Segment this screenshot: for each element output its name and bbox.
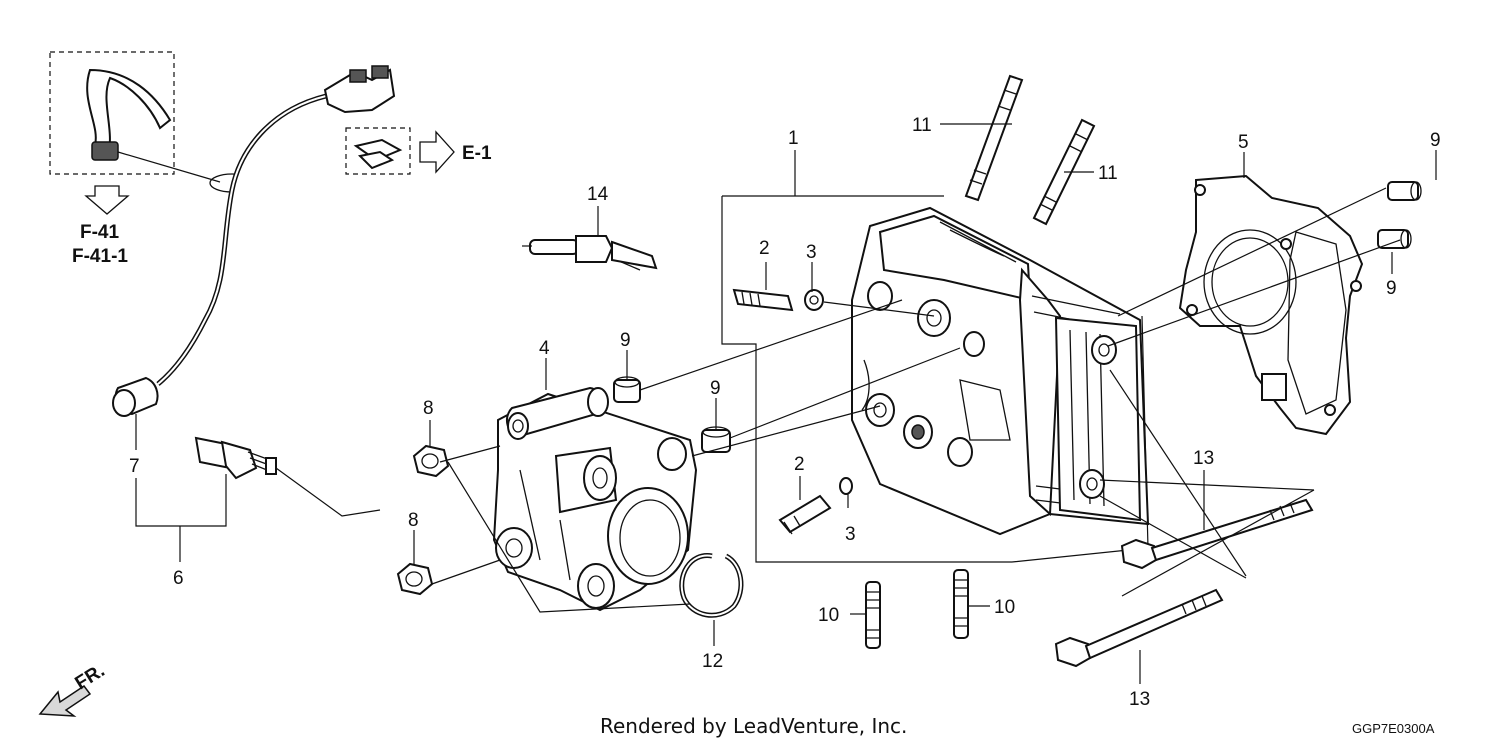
callout-9-pin-a[interactable]: 9	[620, 330, 631, 351]
callout-12[interactable]: 12	[702, 651, 723, 672]
callout-8-lower[interactable]: 8	[408, 510, 419, 531]
flange-nut-lower	[396, 562, 434, 596]
cylinder-head	[721, 195, 1150, 563]
dowel-pin-d	[1377, 229, 1412, 249]
valve-seal-lower	[839, 477, 853, 495]
ref-arrow-e1[interactable]: E-1	[419, 130, 492, 174]
connector-detail-e1	[345, 127, 411, 175]
head-bolt-lower	[1054, 588, 1224, 668]
callout-6[interactable]: 6	[173, 568, 184, 589]
spark-plug	[522, 235, 658, 271]
callout-3-lower[interactable]: 3	[845, 524, 856, 545]
callout-8-upper[interactable]: 8	[423, 398, 434, 419]
stud-bolt-bottom-right	[953, 569, 969, 639]
dowel-pin-c	[1387, 181, 1422, 201]
callout-13-lower[interactable]: 13	[1129, 689, 1150, 710]
ref-f41-label: F-41	[80, 222, 120, 243]
callout-13-upper[interactable]: 13	[1193, 448, 1214, 469]
sensor-harness-part7	[112, 65, 396, 417]
callout-5[interactable]: 5	[1238, 132, 1249, 153]
callout-9-pin-c[interactable]: 9	[1430, 130, 1441, 151]
front-label: FR.	[72, 660, 109, 694]
harness-clip-detail	[49, 51, 255, 193]
dowel-pin-a	[613, 376, 641, 403]
callout-10-right[interactable]: 10	[994, 597, 1015, 618]
ref-f41-1-label: F-41-1	[72, 246, 128, 267]
callout-2-upper[interactable]: 2	[759, 238, 770, 259]
callout-9-pin-d[interactable]: 9	[1386, 278, 1397, 299]
head-bolt-upper	[1120, 498, 1314, 570]
stud-bolt-bottom-left	[865, 581, 881, 649]
footer-credit: Rendered by LeadVenture, Inc.	[600, 714, 907, 738]
callout-labels: 1 2 2 3 3 4 5 6 7 8 8 9 9 9 9 10 10 11 1…	[129, 115, 1441, 710]
callout-11-right[interactable]: 11	[1098, 163, 1118, 184]
cylinder-head-gasket	[1178, 174, 1364, 436]
callout-10-left[interactable]: 10	[818, 605, 839, 626]
callout-2-lower[interactable]: 2	[794, 454, 805, 475]
flange-nut-upper	[412, 444, 450, 478]
callout-1[interactable]: 1	[788, 128, 799, 149]
ref-arrow-f41[interactable]: F-41 F-41-1	[72, 185, 130, 267]
callout-11-left[interactable]: 11	[912, 115, 932, 136]
callout-14[interactable]: 14	[587, 184, 609, 205]
intake-housing	[492, 386, 698, 612]
leader-lines	[135, 123, 1437, 684]
dowel-pin-b	[701, 426, 731, 453]
circlip	[679, 553, 744, 618]
ref-e1-label: E-1	[462, 143, 492, 164]
callout-3-upper[interactable]: 3	[806, 242, 817, 263]
diagram-code: GGP7E0300A	[1352, 721, 1435, 736]
valve-guide-lower	[778, 494, 832, 535]
valve-guide-upper	[732, 288, 794, 312]
front-direction-arrow: FR.	[38, 660, 109, 717]
callout-4[interactable]: 4	[539, 338, 550, 359]
temperature-sensor	[194, 436, 277, 480]
callout-7[interactable]: 7	[129, 456, 140, 477]
valve-seal-upper	[804, 289, 824, 311]
stud-bolt-top-left	[964, 74, 1024, 202]
callout-9-pin-b[interactable]: 9	[710, 378, 721, 399]
